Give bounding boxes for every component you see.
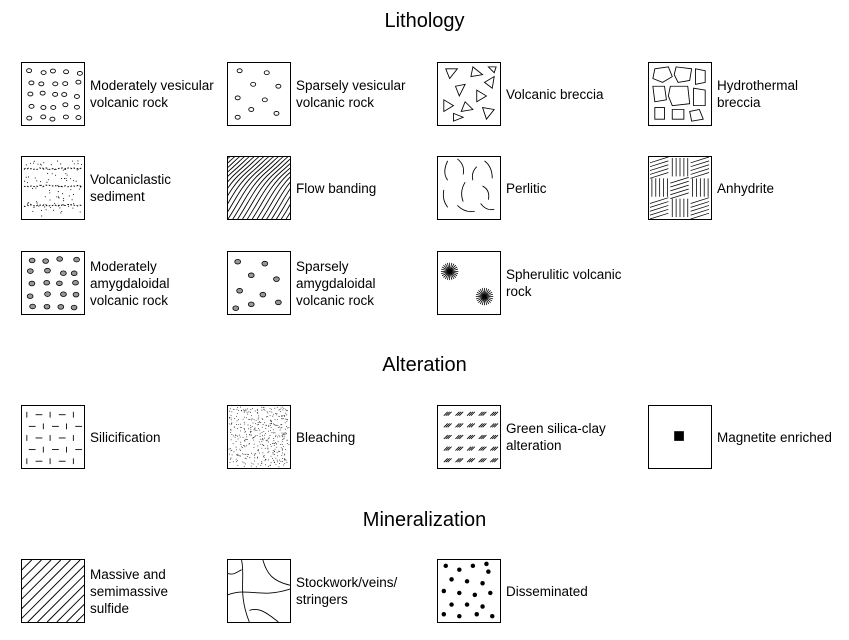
needle-clusters-pattern [649,157,710,219]
legend-item-disseminated: Disseminated [437,559,588,623]
diagonal-hatch-pattern [22,560,84,622]
stipple-pattern [228,406,290,468]
amygdules-moderate-pattern [26,256,80,311]
stockwork-swatch [227,559,291,623]
legend-label: Silicification [90,429,161,445]
starbursts-pattern [440,262,494,306]
flow-banding-swatch [227,156,291,220]
legend-label: Disseminated [506,583,588,599]
legend-item-magnetite: Magnetite enriched [648,405,832,469]
vesicles-moderate-pattern [26,68,83,122]
bleaching-swatch [227,405,291,469]
legend-item-mod-amygdaloidal: Moderately amygdaloidal volcanic rock [21,251,170,315]
legend-item-bleaching: Bleaching [227,405,355,469]
legend-item-stockwork: Stockwork/veins/ stringers [227,559,397,623]
moderately-amygdaloidal-swatch [21,251,85,315]
spherulitic-swatch [437,251,501,315]
legend-label: Magnetite enriched [717,429,832,445]
disseminated-swatch [437,559,501,623]
legend-label: Perlitic [506,180,547,196]
sparsely-amygdaloidal-swatch [227,251,291,315]
legend-item-green-silica-clay: Green silica-clay alteration [437,405,606,469]
alteration-title: Alteration [382,354,467,376]
sparsely-vesicular-swatch [227,62,291,126]
legend-label: Sparsely amygdaloidal volcanic rock [296,258,376,308]
volcanic-breccia-swatch [437,62,501,126]
legend-label: Sparsely vesicular volcanic rock [296,78,406,110]
legend-item-massive-sulfide: Massive and semimassive sulfide [21,559,168,623]
legend-label: Spherulitic volcanic rock [506,267,622,299]
legend-label: Volcaniclastic sediment [90,172,172,204]
dashes-pattern [26,411,83,465]
anhydrite-swatch [648,156,712,220]
legend-item-sparse-amygdaloidal: Sparsely amygdaloidal volcanic rock [227,251,376,315]
legend-item-hydrothermal-breccia: Hydrothermal breccia [648,62,798,126]
legend-item-perlitic: Perlitic [437,156,547,220]
legend-item-volcanic-breccia: Volcanic breccia [437,62,604,126]
ticks-pattern [443,411,499,463]
legend-item-anhydrite: Anhydrite [648,156,774,220]
legend-label: Volcanic breccia [506,86,604,102]
legend-item-mod-vesicular: Moderately vesicular volcanic rock [21,62,214,126]
lithology-title: Lithology [384,10,465,32]
vesicles-sparse-pattern [234,68,282,120]
legend-label: Green silica-clay alteration [506,421,606,453]
triangles-pattern [443,66,497,122]
mineralization-title: Mineralization [362,509,487,531]
perlitic-swatch [437,156,501,220]
silicification-swatch [21,405,85,469]
center-square-pattern [674,431,684,441]
magnetite-enriched-swatch [648,405,712,469]
legend-label: Flow banding [296,180,377,196]
moderately-vesicular-swatch [21,62,85,126]
legend-label: Moderately amygdaloidal volcanic rock [90,258,170,308]
green-silica-clay-swatch [437,405,501,469]
legend-item-flow-banding: Flow banding [227,156,376,220]
legend-item-sparse-vesicular: Sparsely vesicular volcanic rock [227,62,406,126]
veins-pattern [228,560,290,622]
polygons-pattern [652,66,706,122]
legend-item-spherulitic: Spherulitic volcanic rock [437,251,622,315]
flow-lines-pattern [228,157,290,219]
massive-sulfide-swatch [21,559,85,623]
legend-label: Bleaching [296,429,356,445]
volcaniclastic-sediment-swatch [21,156,85,220]
arcs-pattern [442,158,495,213]
legend-label: Stockwork/veins/ stringers [296,575,398,607]
legend-label: Massive and semimassive sulfide [90,566,169,616]
dots-pattern [441,561,495,619]
hydrothermal-breccia-swatch [648,62,712,126]
legend-item-silicification: Silicification [21,405,161,469]
layered-dots-pattern [23,160,83,217]
amygdules-sparse-pattern [232,258,282,311]
legend-label: Moderately vesicular volcanic rock [90,78,214,110]
legend-label: Anhydrite [717,180,775,196]
legend-item-volcaniclastic: Volcaniclastic sediment [21,156,171,220]
legend-label: Hydrothermal breccia [717,78,799,110]
